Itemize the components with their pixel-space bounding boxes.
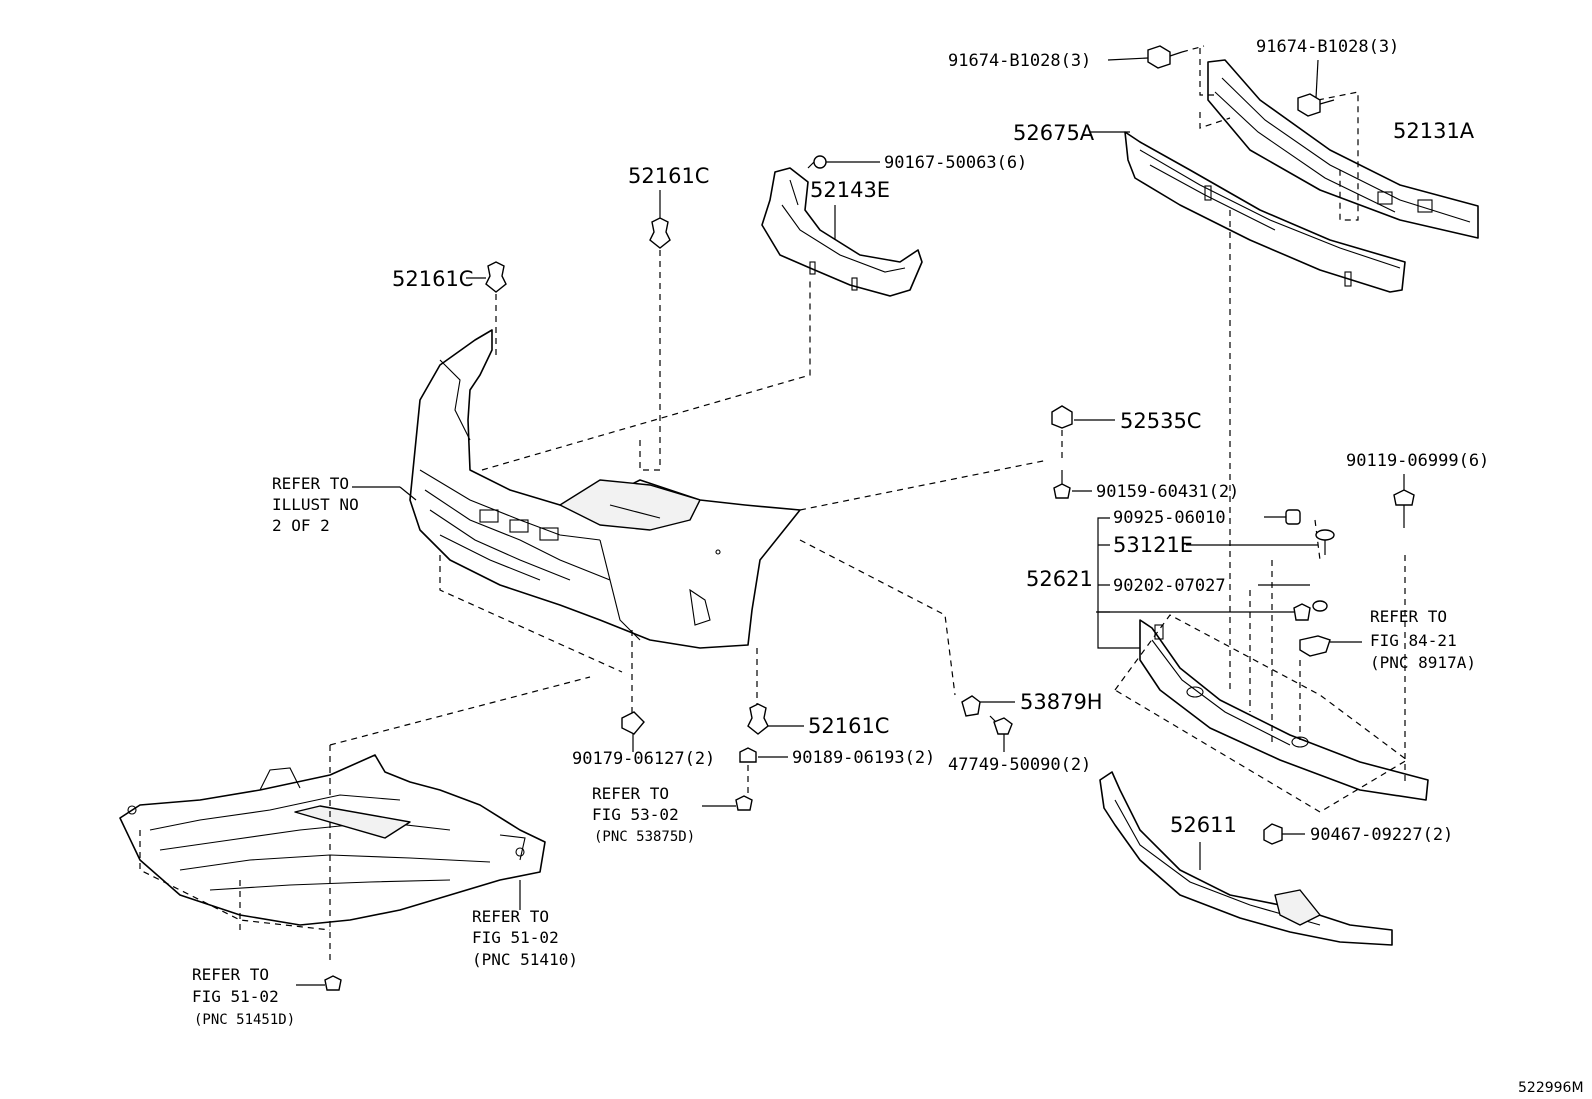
bracket-8917a xyxy=(1299,635,1331,657)
svg-text:2 OF 2: 2 OF 2 xyxy=(272,516,330,535)
bumper-cover xyxy=(409,329,801,649)
svg-text:REFER TO: REFER TO xyxy=(472,907,549,926)
screw-53875d xyxy=(735,795,753,811)
dash-line xyxy=(481,280,811,471)
label-52611: 52611 xyxy=(1170,813,1237,837)
absorber-52621 xyxy=(1139,619,1429,801)
retainer-52143e xyxy=(761,167,923,297)
bolt-52621 xyxy=(1293,603,1311,621)
cushion-90925 xyxy=(1285,509,1301,525)
svg-text:FIG 53-02: FIG 53-02 xyxy=(592,805,679,824)
nut-90179 xyxy=(621,711,645,735)
reinforcement-52131a xyxy=(1207,59,1479,239)
label-52143e: 52143E xyxy=(810,178,890,202)
label-91674-left: 91674-B1028(3) xyxy=(948,51,1091,71)
label-52131a: 52131A xyxy=(1393,119,1475,143)
svg-text:REFER TO: REFER TO xyxy=(592,784,669,803)
dash-line xyxy=(639,440,660,471)
absorber-52675a xyxy=(1124,131,1406,293)
svg-text:FIG 51-02: FIG 51-02 xyxy=(472,928,559,947)
leader-line xyxy=(1107,57,1149,61)
dash-line xyxy=(1181,45,1205,53)
label-53879h: 53879H xyxy=(1020,690,1103,714)
dash-line xyxy=(1199,48,1231,129)
svg-text:REFER TO: REFER TO xyxy=(272,474,349,493)
screw-47749 xyxy=(989,715,1013,735)
bracket-52621 xyxy=(1097,517,1140,649)
clip-53879h xyxy=(961,695,981,717)
dash-line xyxy=(1114,614,1409,813)
svg-text:FIG 51-02: FIG 51-02 xyxy=(192,987,279,1006)
diagram-id: 522996M xyxy=(1518,1080,1584,1096)
svg-text:REFER TO: REFER TO xyxy=(1370,607,1447,626)
svg-text:(PNC 8917A): (PNC 8917A) xyxy=(1370,653,1476,672)
ref-fig-53-02: REFER TO FIG 53-02 (PNC 53875D) xyxy=(592,784,695,845)
dash-line xyxy=(329,676,591,746)
label-53121e: 53121E xyxy=(1113,533,1193,557)
svg-text:REFER TO: REFER TO xyxy=(192,965,269,984)
svg-text:ILLUST NO: ILLUST NO xyxy=(272,495,359,514)
dash-line xyxy=(439,555,623,673)
label-90179: 90179-06127(2) xyxy=(572,749,715,769)
screw-90159 xyxy=(1053,470,1071,499)
ref-fig-51-02-pnc51451d: REFER TO FIG 51-02 (PNC 51451D) xyxy=(192,965,295,1028)
nut-90189 xyxy=(739,747,757,763)
bolt-90467 xyxy=(1263,823,1283,845)
clip-52161c-bottom xyxy=(747,703,769,735)
dash-line xyxy=(1317,91,1359,221)
svg-text:(PNC 53875D): (PNC 53875D) xyxy=(594,829,695,845)
leader-line xyxy=(1315,59,1319,99)
spoiler-52611 xyxy=(1099,771,1393,946)
label-47749: 47749-50090(2) xyxy=(948,755,1091,775)
washer-90202 xyxy=(1312,600,1328,612)
label-90159: 90159-60431(2) xyxy=(1096,482,1239,502)
dash-line xyxy=(799,539,956,696)
dash-line xyxy=(1314,519,1321,561)
bolt-91674-left xyxy=(1147,45,1183,69)
label-52161c-top: 52161C xyxy=(628,164,709,188)
label-90467: 90467-09227(2) xyxy=(1310,825,1453,845)
bolt-91674-right xyxy=(1297,93,1335,117)
label-52535c: 52535C xyxy=(1120,409,1201,433)
clip-52161c-left xyxy=(485,261,507,293)
svg-text:(PNC 51451D): (PNC 51451D) xyxy=(194,1012,295,1028)
bolt-90119 xyxy=(1393,489,1415,528)
leader-line xyxy=(399,486,417,501)
clip-90167 xyxy=(807,155,827,169)
ref-fig-51-02-pnc51410: REFER TO FIG 51-02 (PNC 51410) xyxy=(472,907,578,969)
label-90119: 90119-06999(6) xyxy=(1346,451,1489,471)
clip-52161c-top xyxy=(649,217,671,249)
label-90925: 90925-06010 xyxy=(1113,508,1226,528)
label-90189: 90189-06193(2) xyxy=(792,748,935,768)
label-91674-right: 91674-B1028(3) xyxy=(1256,37,1399,57)
pin-53121e xyxy=(1315,529,1335,555)
engine-undercover xyxy=(119,754,546,926)
label-52161c-left: 52161C xyxy=(392,267,473,291)
label-90202: 90202-07027 xyxy=(1113,576,1226,596)
dash-line xyxy=(799,459,1049,511)
bolt-51451d xyxy=(324,975,342,991)
svg-text:FIG 84-21: FIG 84-21 xyxy=(1370,631,1457,650)
nut-52535c xyxy=(1051,405,1073,429)
label-52161c-bottom: 52161C xyxy=(808,714,889,738)
label-52675a: 52675A xyxy=(1013,121,1095,145)
ref-illust-2of2: REFER TO ILLUST NO 2 OF 2 xyxy=(272,474,359,535)
label-90167: 90167-50063(6) xyxy=(884,153,1027,173)
svg-text:(PNC 51410): (PNC 51410) xyxy=(472,950,578,969)
label-52621: 52621 xyxy=(1026,567,1093,591)
ref-fig-84-21: REFER TO FIG 84-21 (PNC 8917A) xyxy=(1370,607,1476,672)
